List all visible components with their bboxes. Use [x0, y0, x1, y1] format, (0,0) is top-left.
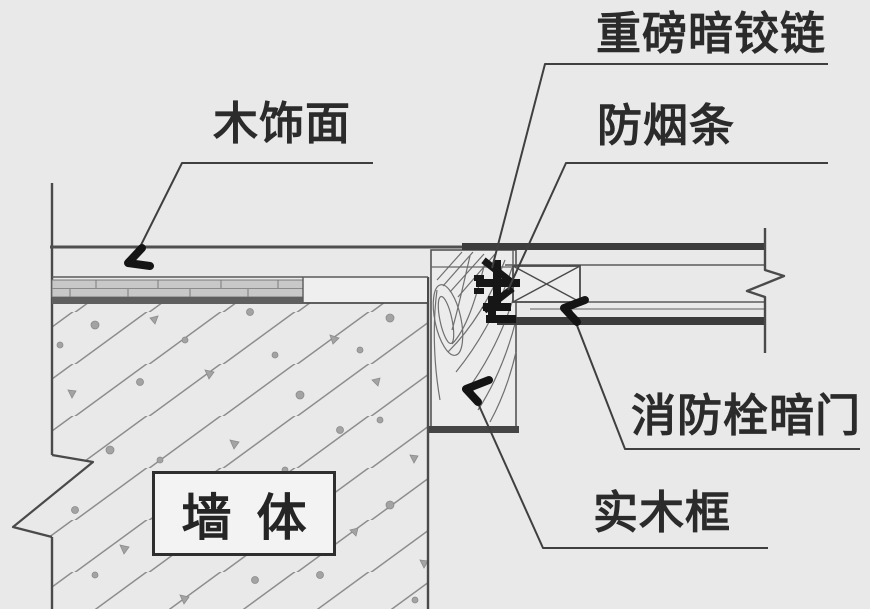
arrow-wood-frame [462, 376, 493, 406]
leader-hinge [491, 63, 828, 269]
door-outer-face [462, 243, 765, 250]
leader-lines [132, 63, 860, 549]
leader-wood-frame [471, 389, 768, 549]
label-heavy-duty-concealed-hinge: 重磅暗铰链 [596, 9, 827, 59]
veneer-backing-band [52, 297, 303, 304]
label-fire-hydrant-concealed-door: 消防栓暗门 [631, 391, 862, 441]
label-wood-veneer: 木饰面 [213, 99, 352, 149]
door-inner-face [497, 317, 765, 325]
plank-joints [69, 280, 279, 297]
wall-body-label-box: 墙 体 [152, 471, 336, 556]
frame-bottom-edge [429, 426, 519, 433]
leader-smoke-strip [507, 162, 828, 291]
arrow-hydrant-door [560, 296, 589, 326]
arrowheads [124, 244, 589, 406]
wall-break-symbol [11, 453, 95, 539]
wood-veneer-layer [50, 245, 765, 304]
wall-concrete-hatch [13, 303, 428, 609]
label-smoke-seal-strip: 防烟条 [597, 101, 736, 151]
wall-body-label: 墙 体 [181, 489, 307, 546]
door-break-symbol [745, 228, 786, 353]
label-solid-wood-frame: 实木框 [593, 488, 732, 538]
leader-hydrant-door [570, 309, 860, 450]
arrow-wood-veneer [124, 244, 154, 270]
backing-board [304, 278, 427, 302]
leader-wood-veneer [132, 162, 373, 262]
hinge-hardware [474, 257, 520, 323]
door-leaf-section [462, 228, 786, 353]
